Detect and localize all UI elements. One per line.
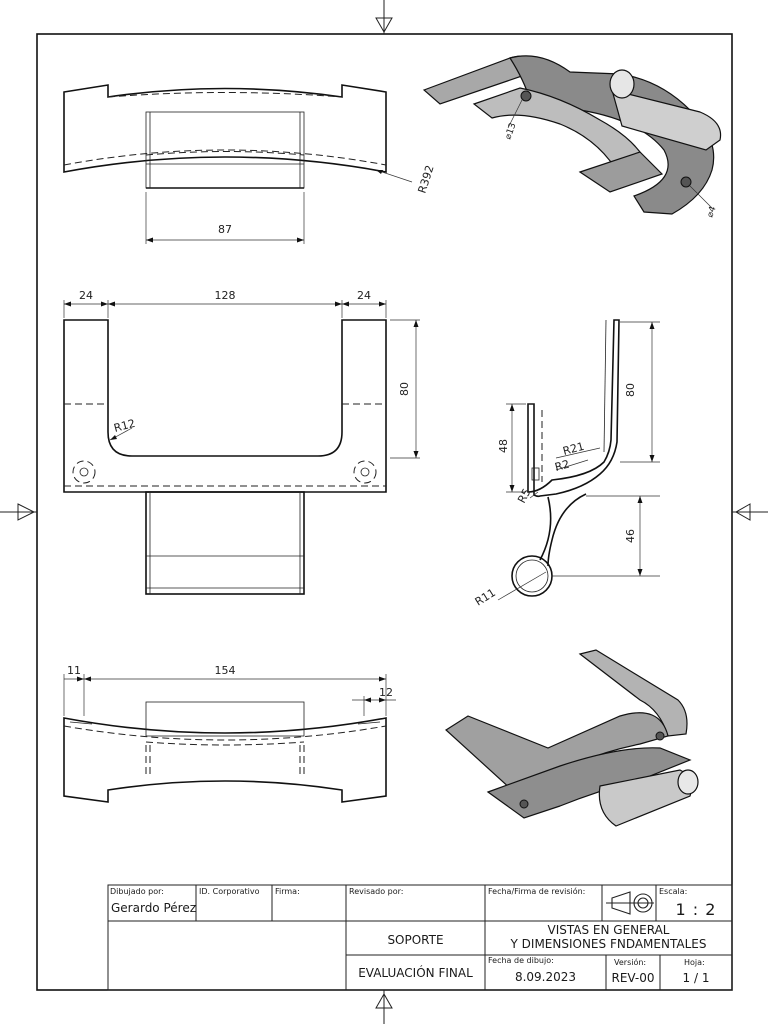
signature-label: Firma: <box>275 887 300 896</box>
purpose: EVALUACIÓN FINAL <box>358 966 473 980</box>
dim-top-radius: R392 <box>415 164 436 195</box>
dim-front-height: 80 <box>398 382 411 396</box>
dim-front-inner-radius: R12 <box>112 417 136 435</box>
dim-front-right-flange: 24 <box>357 289 371 302</box>
sheet-title-line1: VISTAS EN GENERAL <box>547 923 670 937</box>
dim-side-height-left: 48 <box>497 439 510 453</box>
sheet-number: 1 / 1 <box>682 971 710 985</box>
drawn-by-value: Gerardo Pérez <box>111 901 197 915</box>
dim-side-height-lower: 46 <box>624 529 637 543</box>
dim-side-radius-11: R11 <box>473 586 498 608</box>
part-name: SOPORTE <box>387 933 444 947</box>
drawing-date-label: Fecha de dibujo: <box>488 956 554 965</box>
title-block-grid <box>107 884 733 991</box>
side-view <box>497 319 660 601</box>
scale-label: Escala: <box>659 887 688 896</box>
dim-top-width: 87 <box>218 223 232 236</box>
sheet-label: Hoja: <box>684 958 705 967</box>
dim-bottom-left-offset: 11 <box>67 664 81 677</box>
top-view <box>63 84 413 244</box>
version: REV-00 <box>611 971 655 985</box>
dim-bottom-right-offset: 12 <box>379 686 393 699</box>
iso-hole-4: ⌀4 <box>705 205 718 219</box>
corporate-id-label: ID. Corporativo <box>199 887 260 896</box>
dim-front-left-flange: 24 <box>79 289 93 302</box>
drawing-date: 8.09.2023 <box>514 970 577 984</box>
bottom-view <box>63 674 396 803</box>
iso-hole-13: ⌀13 <box>503 122 518 141</box>
version-label: Versión: <box>614 958 647 967</box>
iso-view-bottom <box>445 649 699 827</box>
revision-date-label: Fecha/Firma de revisión: <box>488 887 586 896</box>
reviewed-by-label: Revisado por: <box>349 887 404 896</box>
dim-front-opening: 128 <box>215 289 236 302</box>
dim-side-height-upper: 80 <box>624 383 637 397</box>
iso-view-top <box>422 55 722 215</box>
projection-symbol-icon <box>606 891 654 915</box>
dim-side-radius-2: R2 <box>553 458 571 474</box>
dim-bottom-length: 154 <box>215 664 236 677</box>
front-view <box>63 300 420 595</box>
scale-value: 1 : 2 <box>675 900 717 919</box>
dim-side-radius-21: R21 <box>561 440 585 458</box>
sheet-title-line2: Y DIMENSIONES FNDAMENTALES <box>510 937 707 951</box>
dim-side-radius-5: R5 <box>515 486 533 505</box>
drawn-by-label: Dibujado por: <box>110 887 164 896</box>
